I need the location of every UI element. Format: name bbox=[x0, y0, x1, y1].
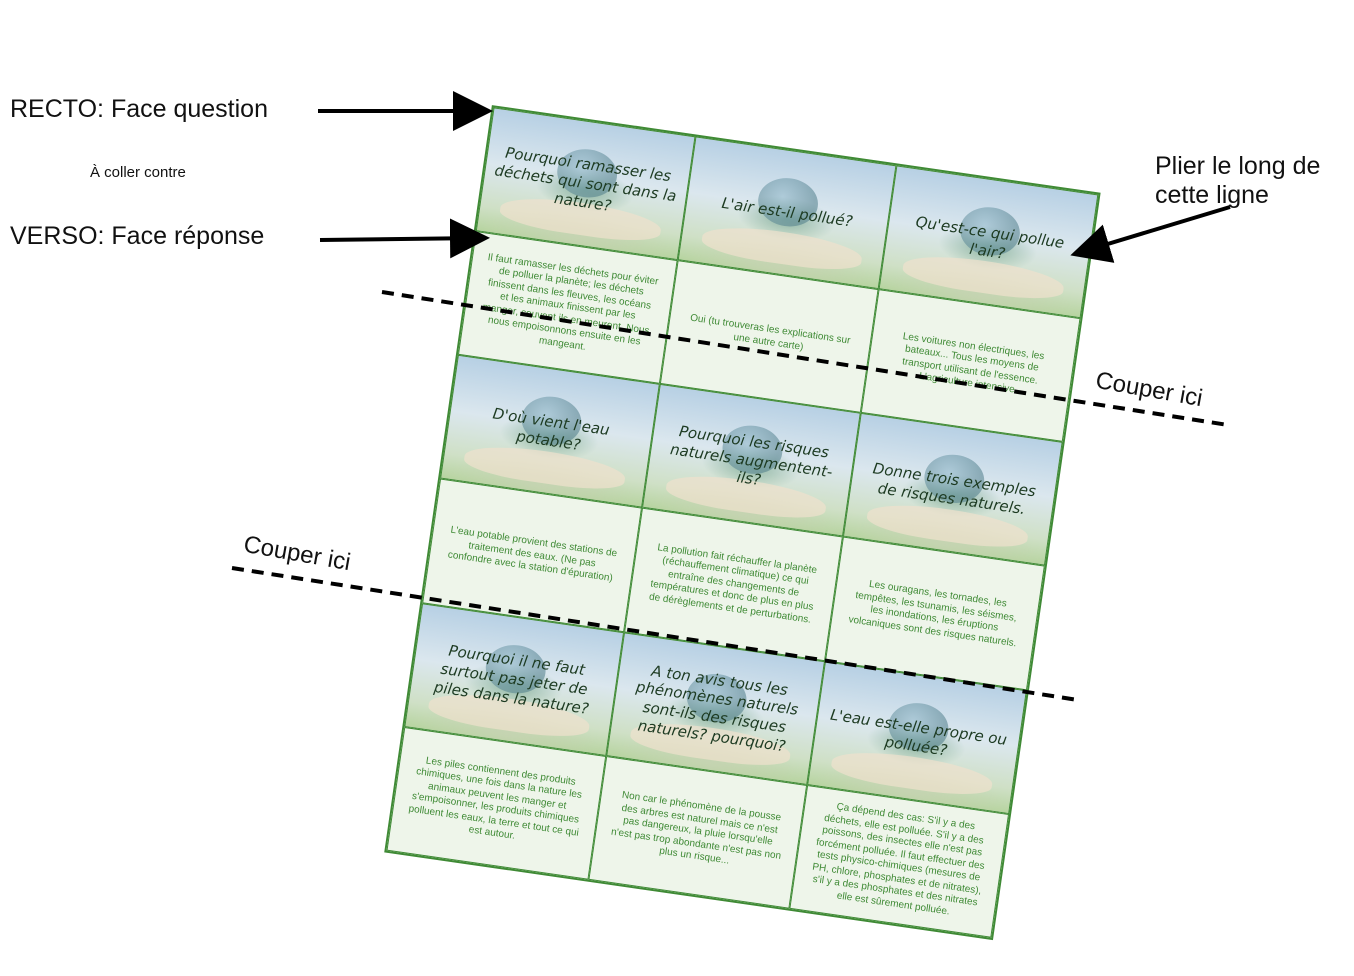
verso-label: VERSO: Face réponse bbox=[10, 222, 265, 250]
recto-label: RECTO: Face question bbox=[10, 95, 268, 123]
couper-label-left: Couper ici bbox=[241, 530, 353, 577]
answer-text: Il faut ramasser les déchets pour éviter… bbox=[481, 252, 660, 353]
answer-text: Les piles contiennent des produits chimi… bbox=[407, 755, 583, 843]
card-sheet: Pourquoi ramasser les déchets qui sont d… bbox=[384, 105, 1101, 941]
couper-label-right: Couper ici bbox=[1093, 366, 1205, 413]
answer-text: La pollution fait réchauffer la planète … bbox=[648, 542, 818, 626]
plier-label: Plier le long de cette ligne bbox=[1155, 152, 1321, 209]
answer-text: Ça dépend des cas: S'il y a des déchets,… bbox=[811, 801, 986, 918]
answer-text: Les ouragans, les tornades, les tempêtes… bbox=[847, 578, 1018, 649]
answer-text: Oui (tu trouveras les explications sur u… bbox=[689, 312, 852, 353]
plier-arrow-icon bbox=[1070, 205, 1231, 263]
answer-text: Les voitures non électriques, les bateau… bbox=[901, 330, 1046, 397]
answer-text: L'eau potable provient des stations de t… bbox=[447, 524, 618, 585]
answer-text: Non car le phénomène de la pousse des ar… bbox=[610, 789, 782, 867]
coller-label: À coller contre bbox=[90, 164, 186, 181]
verso-arrow-icon bbox=[319, 218, 490, 259]
